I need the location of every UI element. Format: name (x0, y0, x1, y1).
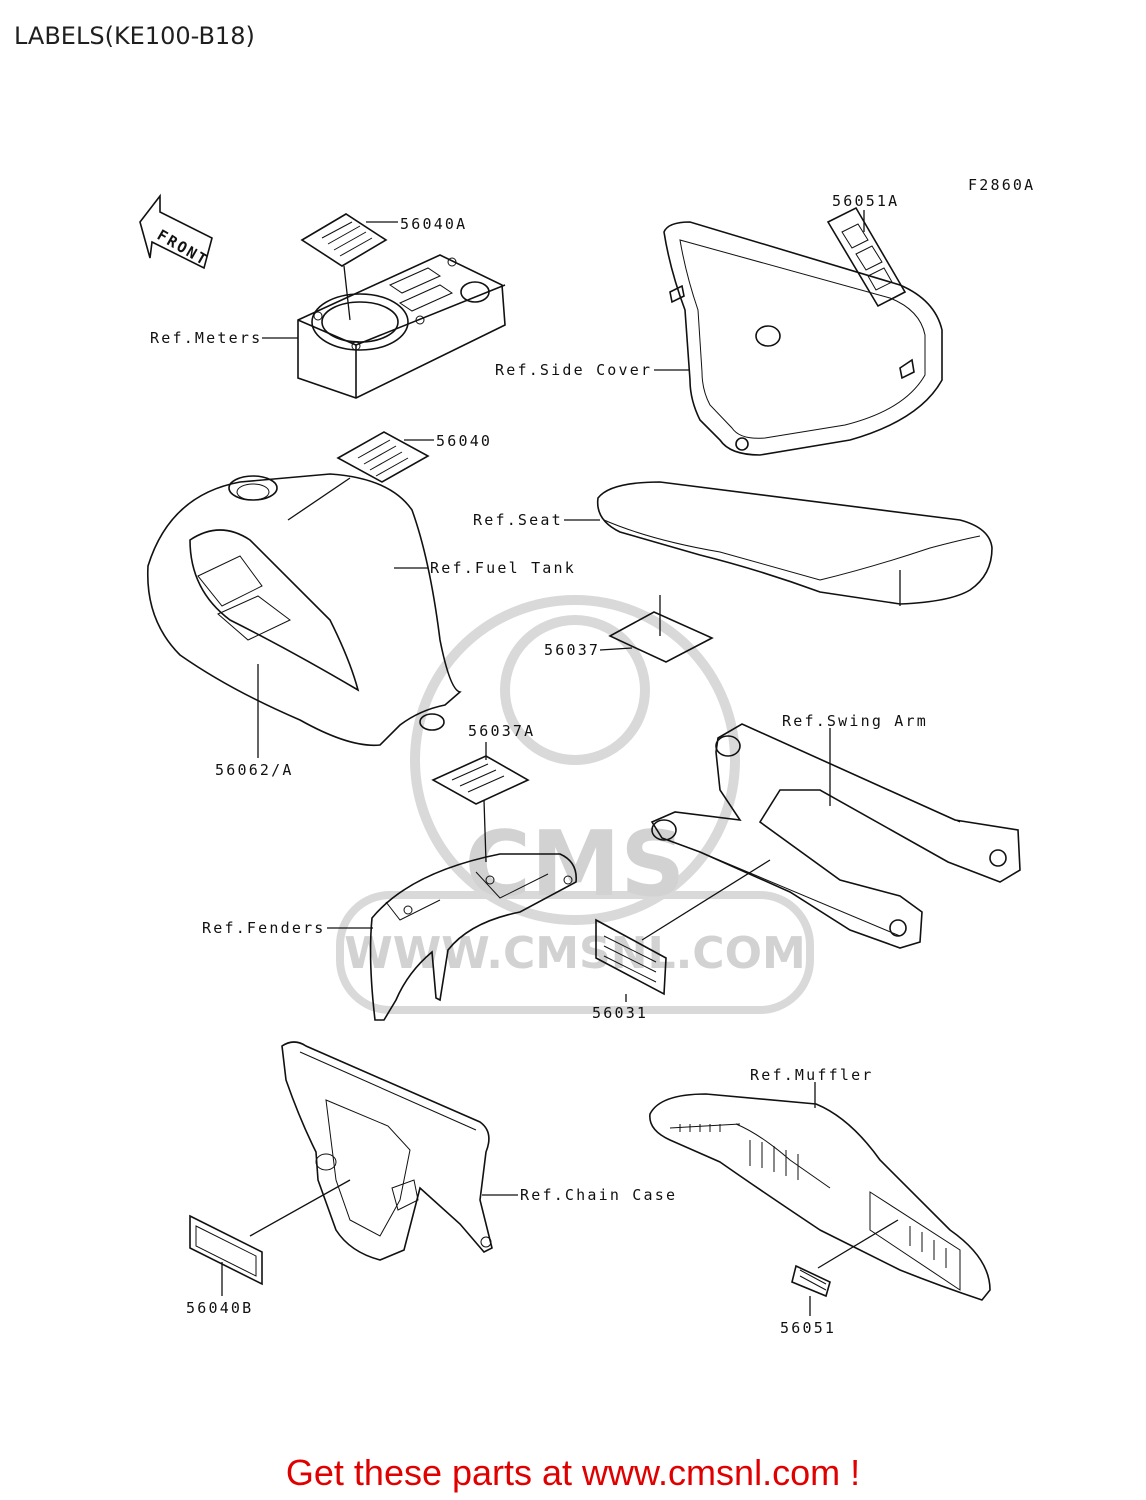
label-56037A-part (431, 742, 530, 863)
callout-56040: 56040 (436, 432, 492, 450)
swing-arm-part (650, 723, 1021, 949)
chain-case-part (281, 1041, 493, 1261)
watermark-face (500, 615, 650, 765)
callout-ref-fuel-tank: Ref.Fuel Tank (430, 559, 576, 577)
callout-56062A: 56062/A (215, 761, 294, 779)
muffler-part (649, 1082, 991, 1301)
front-arrow: FRONT (139, 193, 213, 270)
page-title: LABELS(KE100-B18) (14, 22, 255, 50)
callout-ref-fenders: Ref.Fenders (202, 919, 326, 937)
callout-ref-side-cover: Ref.Side Cover (495, 361, 652, 379)
callout-56031: 56031 (592, 1004, 648, 1022)
label-56040A-part (300, 213, 398, 321)
side-cover-part (663, 221, 943, 456)
meters-part (297, 254, 506, 399)
callout-56037: 56037 (544, 641, 600, 659)
watermark-ring (410, 595, 740, 925)
label-56040-part (287, 431, 434, 521)
watermark-url: WWW.CMSNL.COM (344, 928, 806, 979)
watermark-banner (336, 891, 814, 1014)
seat-part (596, 481, 993, 606)
figure-code: F2860A (968, 176, 1035, 194)
fuel-tank-part (146, 473, 462, 747)
footer-cta[interactable]: Get these parts at www.cmsnl.com ! (285, 1452, 861, 1493)
label-56051-part (791, 1219, 899, 1316)
callout-56051A: 56051A (832, 192, 899, 210)
callout-56051: 56051 (780, 1319, 836, 1337)
callout-ref-swing-arm: Ref.Swing Arm (782, 712, 928, 730)
callout-56040B: 56040B (186, 1299, 253, 1317)
callout-ref-chain-case: Ref.Chain Case (520, 1186, 677, 1204)
label-56031-part (595, 859, 771, 1002)
fenders-part (369, 853, 577, 1021)
watermark: CMS WWW.CMSNL.COM (336, 595, 814, 1014)
callout-56037A: 56037A (468, 722, 535, 740)
callout-ref-seat: Ref.Seat (473, 511, 563, 529)
label-56040B-part (189, 1179, 351, 1296)
watermark-brand: CMS (465, 812, 685, 917)
callout-ref-muffler: Ref.Muffler (750, 1066, 874, 1084)
callout-ref-meters: Ref.Meters (150, 329, 262, 347)
label-56037-part (599, 595, 714, 663)
callout-56040A: 56040A (400, 215, 467, 233)
